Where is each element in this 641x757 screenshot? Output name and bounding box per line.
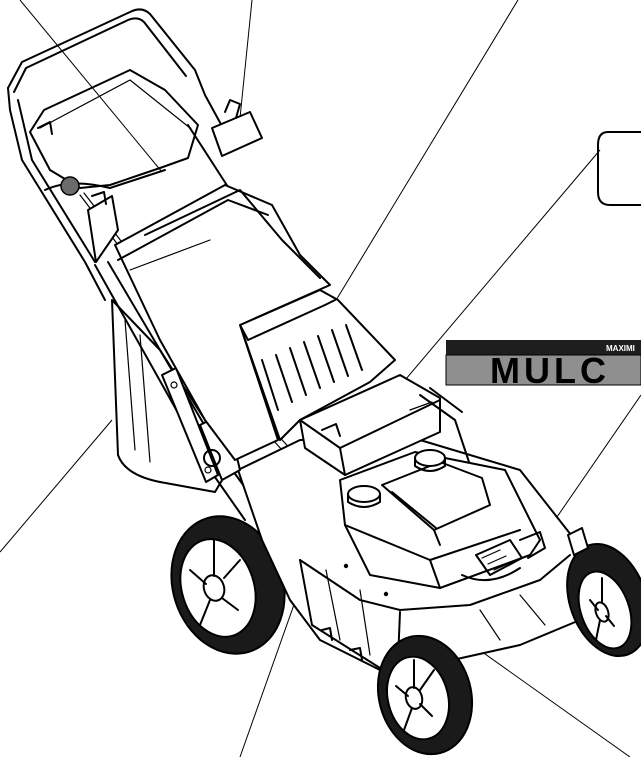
rear-left-wheel	[170, 515, 286, 655]
leader-line-chute-cover	[317, 0, 519, 331]
chute-cover	[239, 289, 396, 441]
engine	[339, 449, 546, 589]
maximum-mulch-banner: MAXIMI MULC	[445, 340, 641, 391]
leader-line-handle	[19, 0, 163, 173]
control-lever	[211, 111, 263, 157]
body-housing	[114, 184, 471, 476]
callout-box	[597, 131, 641, 206]
leader-line-deck	[239, 581, 303, 757]
banner-top-text: MAXIMI	[606, 344, 635, 353]
height-adjust-arm	[161, 367, 219, 483]
banner-main-text: MULC	[490, 350, 610, 391]
oil-cap	[347, 485, 381, 503]
leader-line-bag	[0, 419, 113, 553]
leader-line-air-filter	[547, 394, 641, 531]
leader-line-control	[239, 0, 253, 119]
banner-face	[445, 354, 641, 386]
leader-line-engine	[377, 149, 601, 413]
front-left-wheel	[376, 634, 474, 756]
fuel-cap	[414, 449, 446, 467]
banner-band	[446, 340, 641, 355]
adjust-knob	[60, 176, 80, 196]
front-right-wheel	[566, 527, 641, 658]
